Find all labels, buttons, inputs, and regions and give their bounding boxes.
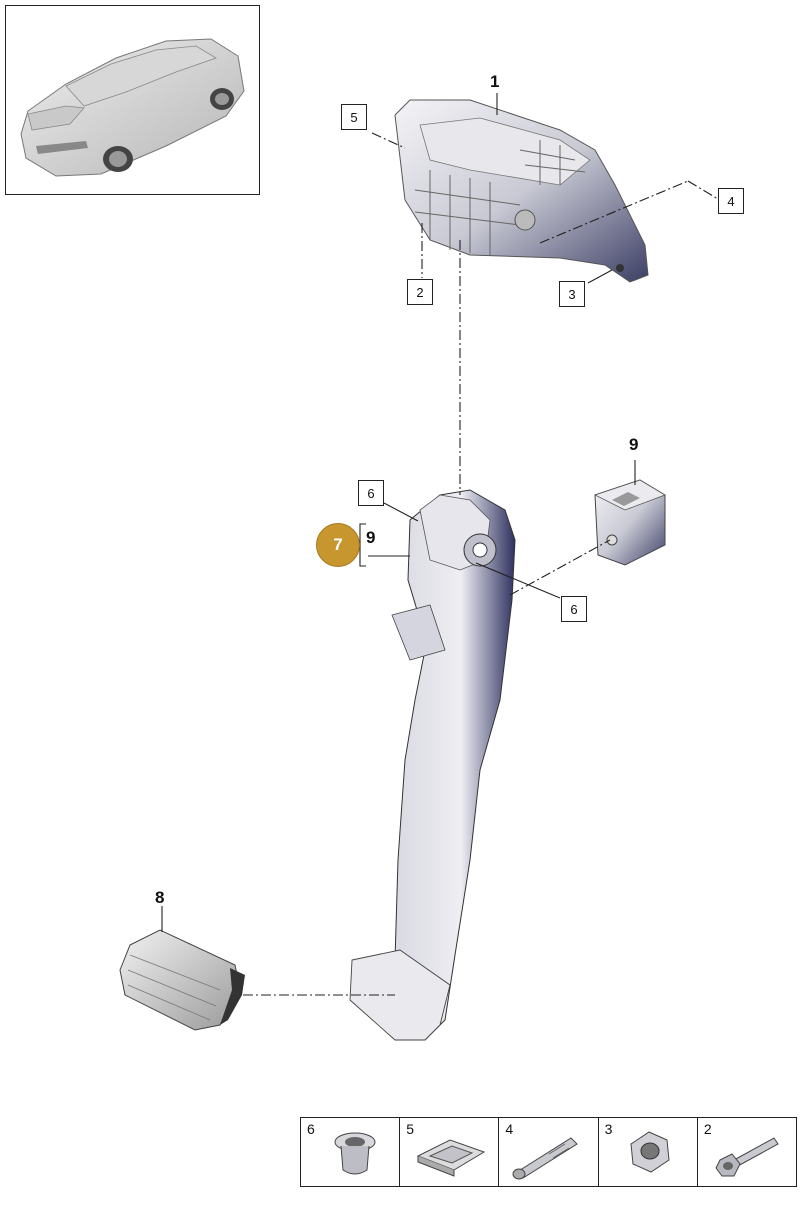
callout-8: 8: [155, 888, 165, 907]
pedal-pad: [119, 929, 245, 1031]
callout-1: 1: [490, 72, 500, 91]
parts-cell-number: 4: [505, 1121, 514, 1137]
parts-cell-5[interactable]: 5: [400, 1118, 500, 1186]
callout-2[interactable]: 2: [407, 279, 433, 305]
parts-cell-number: 6: [307, 1121, 315, 1137]
vehicle-thumbnail: [5, 5, 260, 195]
callout-3[interactable]: 3: [559, 281, 585, 307]
parts-cell-3[interactable]: 3: [599, 1118, 698, 1186]
callout-5[interactable]: 5: [341, 104, 367, 130]
leader-lines: [243, 132, 719, 996]
callout-6-top[interactable]: 6: [358, 480, 384, 506]
sensor-module: [593, 479, 666, 566]
screw-icon: [715, 1137, 779, 1177]
clip-icon: [416, 1139, 486, 1177]
pedal-bracket: [394, 99, 649, 283]
bushing-icon: [334, 1132, 376, 1175]
bolt-icon: [512, 1137, 579, 1180]
callout-9-sensor: 9: [629, 435, 639, 454]
parts-cell-number: 5: [406, 1121, 414, 1137]
car-illustration: [20, 38, 245, 177]
callout-6-right[interactable]: 6: [561, 596, 587, 622]
parts-cell-number: 3: [604, 1121, 613, 1137]
pedal-arm: [349, 489, 516, 1041]
callout-lines: [161, 93, 636, 932]
small-parts-strip: 6 5 4 3: [300, 1117, 797, 1187]
nut-icon: [630, 1131, 670, 1173]
parts-cell-6[interactable]: 6: [301, 1118, 401, 1186]
callout-9-bracket: 9: [366, 528, 376, 547]
callout-7-highlight[interactable]: 7: [316, 523, 360, 567]
callout-4[interactable]: 4: [718, 188, 744, 214]
parts-cell-number: 2: [703, 1121, 712, 1137]
parts-cell-2[interactable]: 2: [698, 1118, 796, 1186]
parts-cell-4[interactable]: 4: [499, 1118, 599, 1186]
